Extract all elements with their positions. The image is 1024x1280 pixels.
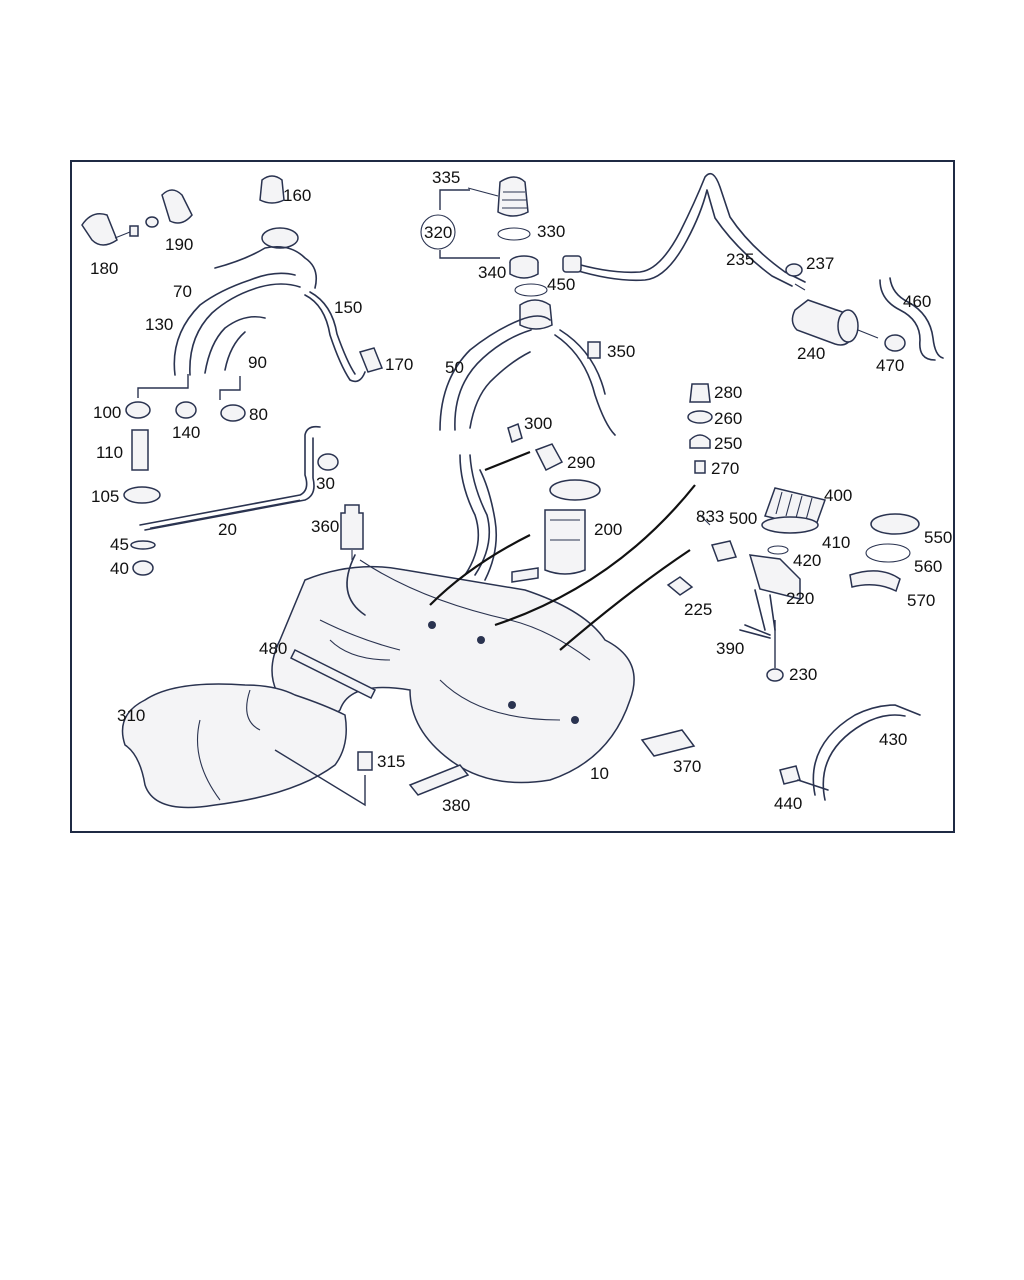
filler-cap-assembly bbox=[420, 176, 548, 297]
label-420: 420 bbox=[793, 551, 821, 570]
label-235: 235 bbox=[726, 250, 754, 269]
label-10: 10 bbox=[590, 764, 609, 783]
label-430: 430 bbox=[879, 730, 907, 749]
label-460: 460 bbox=[903, 292, 931, 311]
label-390: 390 bbox=[716, 639, 744, 658]
part-labels: 335 320 330 340 450 160 180 190 70 130 1… bbox=[90, 168, 952, 815]
label-280: 280 bbox=[714, 383, 742, 402]
label-140: 140 bbox=[172, 423, 200, 442]
label-290: 290 bbox=[567, 453, 595, 472]
mount-stack bbox=[687, 383, 713, 474]
label-90: 90 bbox=[248, 353, 267, 372]
label-470: 470 bbox=[876, 356, 904, 375]
label-380: 380 bbox=[442, 796, 470, 815]
label-105: 105 bbox=[91, 487, 119, 506]
label-260: 260 bbox=[714, 409, 742, 428]
label-500: 500 bbox=[729, 509, 757, 528]
label-300: 300 bbox=[524, 414, 552, 433]
strap-20 bbox=[130, 425, 339, 576]
filler-neck-left bbox=[173, 175, 384, 383]
label-170: 170 bbox=[385, 355, 413, 374]
label-80: 80 bbox=[249, 405, 268, 424]
label-50: 50 bbox=[445, 358, 464, 377]
label-350: 350 bbox=[607, 342, 635, 361]
label-180: 180 bbox=[90, 259, 118, 278]
bumper-360 bbox=[340, 504, 364, 560]
label-225: 225 bbox=[684, 600, 712, 619]
label-440: 440 bbox=[774, 794, 802, 813]
label-150: 150 bbox=[334, 298, 362, 317]
label-550: 550 bbox=[924, 528, 952, 547]
label-100: 100 bbox=[93, 403, 121, 422]
clips-180-190 bbox=[81, 189, 193, 246]
label-220: 220 bbox=[786, 589, 814, 608]
clamps-left bbox=[123, 374, 246, 504]
strap-430 bbox=[779, 704, 921, 801]
label-335: 335 bbox=[432, 168, 460, 187]
label-310: 310 bbox=[117, 706, 145, 725]
label-160: 160 bbox=[283, 186, 311, 205]
brackets-380-370 bbox=[408, 729, 696, 796]
label-20: 20 bbox=[218, 520, 237, 539]
fuel-filter-240 bbox=[785, 263, 944, 361]
label-237: 237 bbox=[806, 254, 834, 273]
label-110: 110 bbox=[96, 443, 123, 462]
label-190: 190 bbox=[165, 235, 193, 254]
sender-unit bbox=[666, 487, 826, 682]
label-450: 450 bbox=[547, 275, 575, 294]
label-340: 340 bbox=[478, 263, 506, 282]
label-230: 230 bbox=[789, 665, 817, 684]
diagram-frame bbox=[70, 160, 955, 833]
label-370: 370 bbox=[673, 757, 701, 776]
label-570: 570 bbox=[907, 591, 935, 610]
label-200: 200 bbox=[594, 520, 622, 539]
label-315: 315 bbox=[377, 752, 405, 771]
label-130: 130 bbox=[145, 315, 173, 334]
label-480: 480 bbox=[259, 639, 287, 658]
label-270: 270 bbox=[711, 459, 739, 478]
vent-pipe-235 bbox=[562, 172, 806, 287]
label-240: 240 bbox=[797, 344, 825, 363]
label-833: 833 bbox=[696, 507, 724, 526]
label-45: 45 bbox=[110, 535, 129, 554]
label-70: 70 bbox=[173, 282, 192, 301]
label-30: 30 bbox=[316, 474, 335, 493]
heat-shield-310 bbox=[121, 648, 377, 809]
label-560: 560 bbox=[914, 557, 942, 576]
label-320: 320 bbox=[424, 223, 452, 242]
fuel-pump-200 bbox=[511, 479, 601, 583]
label-40: 40 bbox=[110, 559, 129, 578]
label-360: 360 bbox=[311, 517, 339, 536]
gaskets bbox=[849, 513, 920, 593]
fuel-tank-10 bbox=[271, 484, 696, 784]
label-250: 250 bbox=[714, 434, 742, 453]
label-410: 410 bbox=[822, 533, 850, 552]
label-330: 330 bbox=[537, 222, 565, 241]
filler-neck-center bbox=[439, 299, 616, 581]
valve-290-300 bbox=[484, 422, 564, 472]
label-400: 400 bbox=[824, 486, 852, 505]
